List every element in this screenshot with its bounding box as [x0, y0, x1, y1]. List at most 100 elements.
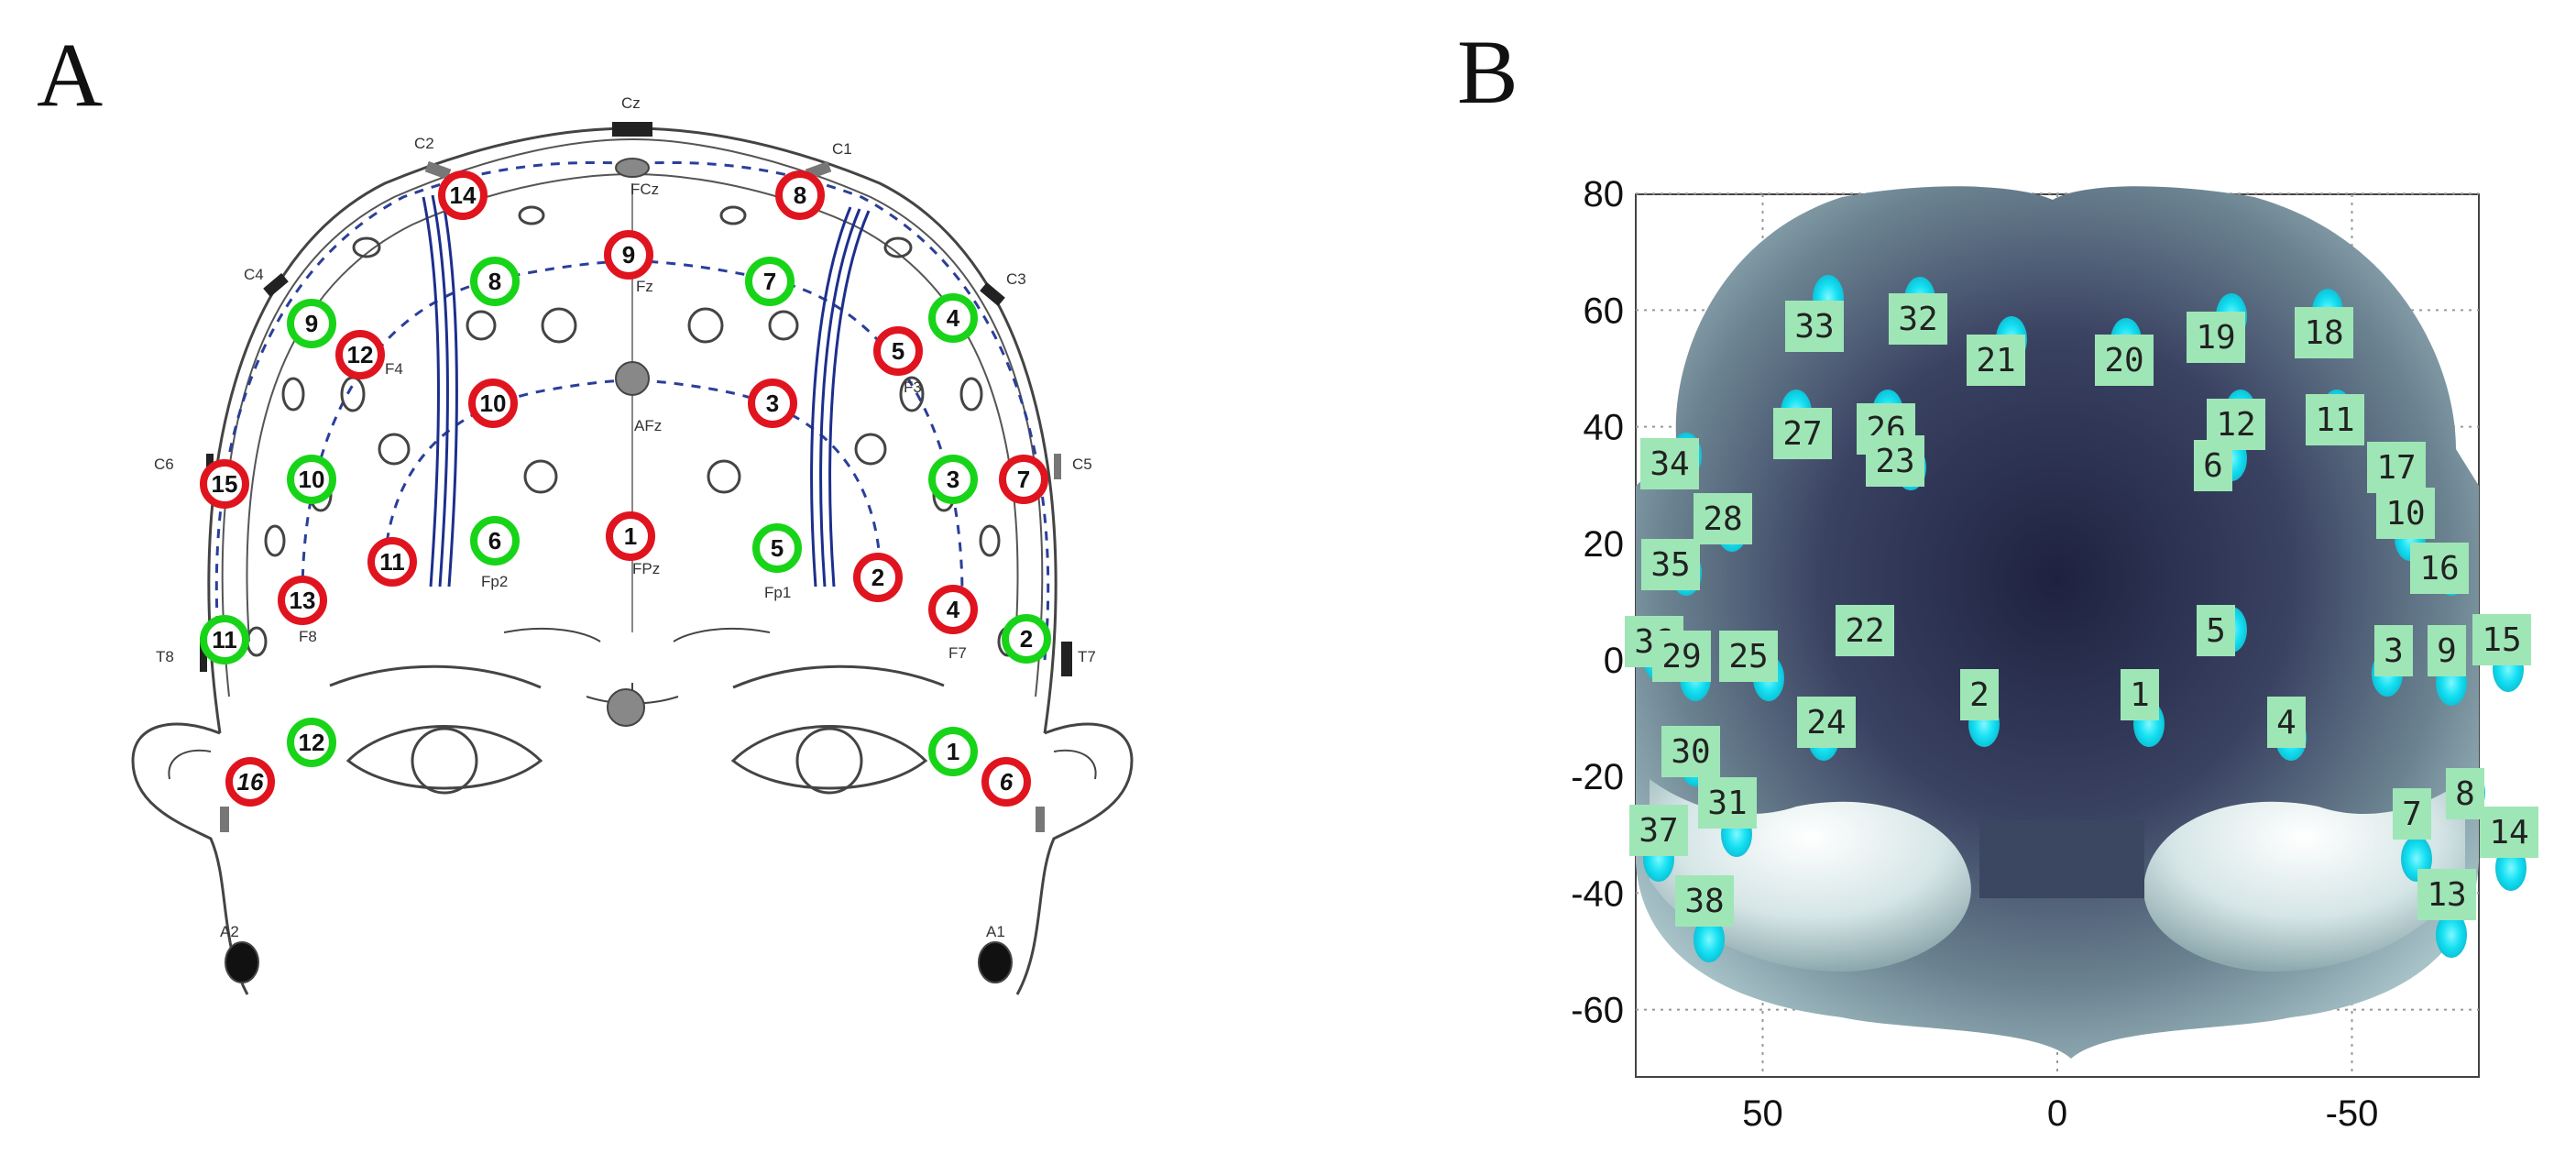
source-number: 13 — [290, 587, 316, 614]
source-probe: 13 — [278, 576, 327, 625]
detector-number: 8 — [488, 268, 501, 295]
electrode-label-c3: C3 — [1006, 270, 1026, 288]
channel-label: 8 — [2446, 768, 2484, 819]
source-probe: 6 — [981, 757, 1031, 807]
channel-label-box — [2194, 440, 2232, 491]
channel-label-box — [2410, 543, 2469, 594]
channel-number: 17 — [2376, 449, 2416, 487]
channel-label-box — [2480, 807, 2538, 858]
channel-number: 22 — [1845, 612, 1884, 650]
source-number: 14 — [450, 181, 477, 209]
channel-number: 19 — [2196, 319, 2235, 357]
channel-label-box — [2417, 869, 2476, 920]
channel-label: 6 — [2194, 440, 2232, 491]
detector-number: 12 — [299, 729, 325, 756]
channel-label-box — [1960, 669, 1999, 720]
channel-number: 16 — [2419, 550, 2459, 587]
channel-label: 34 — [1640, 438, 1699, 489]
channel-number: 7 — [2402, 796, 2422, 833]
brain-surface — [1636, 186, 2479, 1059]
channel-label-box — [1797, 697, 1856, 748]
source-probe: 15 — [200, 459, 249, 509]
channel-label-box — [2197, 605, 2235, 656]
source-number: 1 — [624, 522, 637, 550]
channel-label: 24 — [1797, 697, 1856, 748]
channel-number: 25 — [1728, 638, 1768, 675]
source-probe: 8 — [775, 170, 825, 220]
channel-label: 18 — [2295, 307, 2353, 358]
channel-label-box — [2267, 697, 2306, 748]
channel-number: 30 — [1671, 733, 1710, 771]
x-tick-label: 50 — [1742, 1093, 1783, 1134]
channel-label-box — [2295, 307, 2353, 358]
electrode-label-f4: F4 — [385, 360, 403, 378]
channel-number: 12 — [2216, 406, 2255, 444]
detector-number: 3 — [947, 466, 959, 493]
y-tick-label: -20 — [1571, 757, 1624, 797]
channel-number: 29 — [1661, 638, 1701, 675]
electrode-labels: Cz C2 C1 FCz C4 C3 Fz F4 F3 AFz C6 C5 Fp… — [154, 94, 1096, 940]
channel-label: 31 — [1698, 777, 1757, 829]
y-tick-label: 60 — [1584, 291, 1625, 331]
detector-probe: 9 — [287, 299, 336, 348]
detector-number: 6 — [488, 527, 501, 555]
detector-number: 11 — [212, 626, 237, 653]
channel-label-box — [2428, 625, 2466, 676]
channel-label-box — [2446, 768, 2484, 819]
channel-label: 4 — [2267, 697, 2306, 748]
channel-number: 4 — [2276, 704, 2296, 741]
detector-probe: 3 — [928, 455, 978, 504]
channel-label-box — [1694, 493, 1752, 544]
channel-number: 3 — [2384, 632, 2404, 670]
channel-number: 31 — [1707, 785, 1747, 822]
source-probe: 7 — [999, 455, 1048, 504]
channel-label: 23 — [1866, 435, 1924, 487]
electrode-label-fz: Fz — [636, 278, 653, 295]
detectors: 8 7 9 4 10 3 6 5 11 2 12 1 — [200, 257, 1051, 776]
source-number: 4 — [947, 596, 960, 623]
channel-number: 28 — [1703, 500, 1742, 538]
electrode-label-f3: F3 — [904, 379, 922, 396]
channel-number: 37 — [1639, 812, 1678, 850]
channel-label: 7 — [2393, 788, 2431, 840]
sources: 14 8 9 12 5 10 3 15 7 11 1 2 13 4 16 6 — [200, 170, 1048, 807]
channel-number: 24 — [1806, 704, 1846, 741]
channel-number: 27 — [1782, 415, 1822, 453]
channel-label-box — [1640, 438, 1699, 489]
channel-label: 16 — [2410, 543, 2469, 594]
electrode-label-a2: A2 — [220, 923, 239, 940]
source-number: 10 — [480, 390, 507, 417]
channel-label-box — [1675, 875, 1734, 927]
channel-number: 6 — [2203, 447, 2223, 485]
detector-number: 2 — [1020, 625, 1033, 653]
detector-number: 4 — [947, 304, 960, 332]
electrode-label-c1: C1 — [832, 140, 852, 158]
electrode-label-f8: F8 — [299, 628, 317, 645]
channel-label: 35 — [1641, 539, 1700, 590]
source-probe: 3 — [748, 379, 797, 428]
detector-probe: 11 — [200, 615, 249, 664]
channel-number: 38 — [1684, 883, 1724, 920]
electrode-label-t8: T8 — [156, 648, 174, 665]
source-probe: 12 — [335, 330, 385, 379]
channel-label: 38 — [1675, 875, 1734, 927]
source-number: 5 — [892, 337, 904, 365]
y-tick-label: 0 — [1604, 641, 1624, 681]
electrode-label-t7: T7 — [1078, 648, 1096, 665]
channel-label-box — [1967, 335, 2025, 386]
source-number: 15 — [212, 470, 238, 498]
channel-labels: 3332212019182726231211346172810351622536… — [1625, 293, 2538, 927]
source-probe: 9 — [604, 230, 653, 280]
channel-label: 12 — [2207, 399, 2265, 450]
channel-label: 17 — [2367, 442, 2426, 493]
channel-number: 34 — [1650, 445, 1689, 483]
channel-label-box — [1641, 539, 1700, 590]
channel-label-box — [1661, 726, 1720, 777]
channel-label: 29 — [1652, 631, 1711, 682]
electrode-label-c6: C6 — [154, 456, 174, 473]
channel-label-box — [1866, 435, 1924, 487]
channel-label-box — [1629, 805, 1688, 856]
electrode-label-a1: A1 — [986, 923, 1005, 940]
source-number: 6 — [1000, 768, 1014, 796]
